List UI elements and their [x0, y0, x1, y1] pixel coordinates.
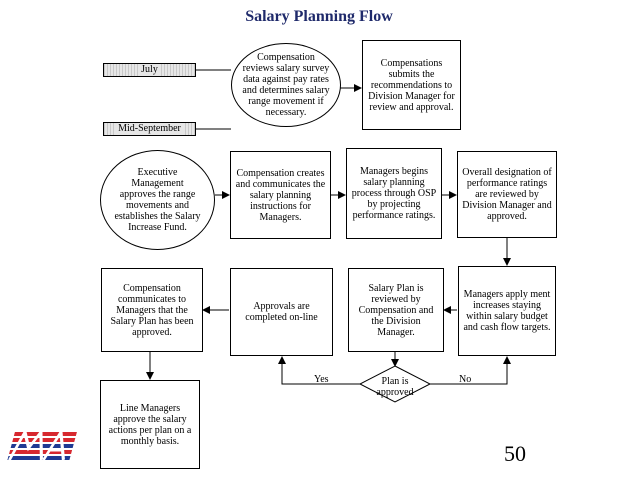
node-comp-reviews: Compensation reviews salary survey data …: [231, 43, 341, 127]
node-managers-begin: Managers begins salary planning process …: [346, 148, 442, 239]
arrow-decision-yes: [278, 356, 360, 385]
page-title: Salary Planning Flow: [245, 8, 393, 25]
node-comp-submits: Compensations submits the recommendation…: [362, 40, 461, 130]
arrow-decision-no: [430, 356, 511, 385]
node-managers-apply: Managers apply ment increases staying wi…: [458, 266, 556, 356]
node-overall-designation: Overall designation of performance ratin…: [457, 151, 557, 238]
node-approvals-online: Approvals are completed on-line: [230, 268, 333, 356]
node-exec-mgmt: Executive Management approves the range …: [100, 150, 215, 250]
timeline-label-july: July: [139, 64, 160, 76]
decision-no-label: No: [459, 374, 472, 385]
timeline-label-mid-september: Mid-September: [116, 123, 183, 135]
timeline-bar-july: July: [103, 63, 196, 77]
decision-yes-label: Yes: [314, 374, 329, 385]
decision-label: Plan is approved: [376, 376, 414, 398]
node-salary-plan-reviewed: Salary Plan is reviewed by Compensation …: [348, 268, 444, 352]
node-line-managers: Line Managers approve the salary actions…: [100, 380, 200, 469]
timeline-bar-mid-september: Mid-September: [103, 122, 196, 136]
node-comp-creates: Compensation creates and communicates th…: [230, 151, 331, 239]
decision-diamond: [358, 365, 432, 403]
company-logo-icon: [7, 428, 77, 461]
node-comp-communicates: Compensation communicates to Managers th…: [101, 268, 203, 352]
page-number: 50: [504, 441, 526, 466]
